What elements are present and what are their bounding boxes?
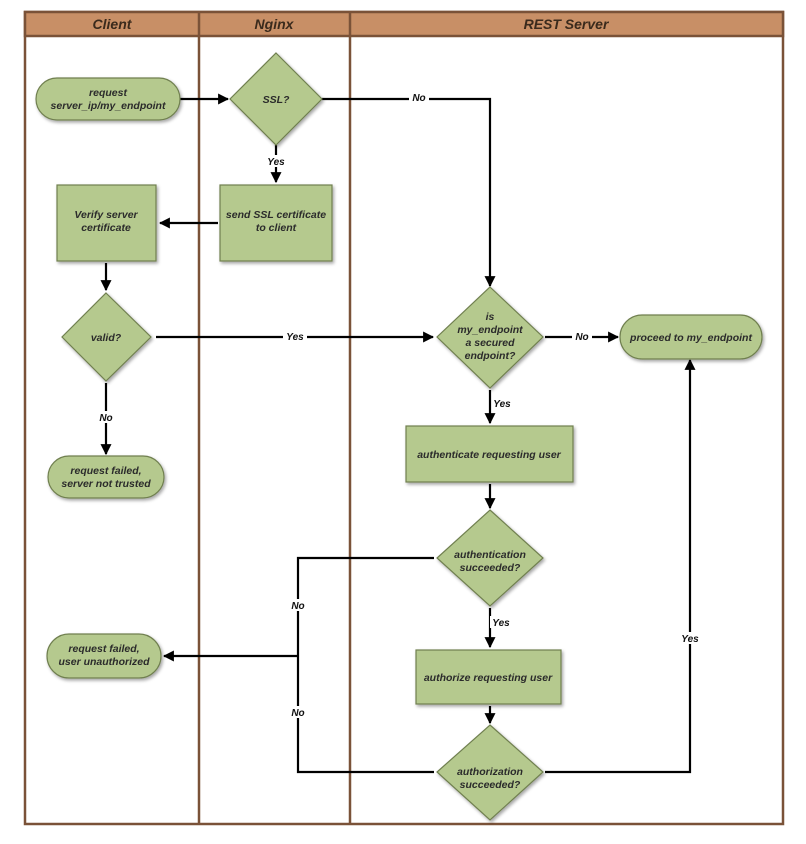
node-send-cert-line-1: send SSL certificate xyxy=(226,209,326,221)
edge-label-auth-no: No xyxy=(291,601,304,612)
node-failed-not-trusted: request failed, server not trusted xyxy=(47,455,165,499)
node-ssl-check-line-1: SSL? xyxy=(263,94,290,106)
node-authz-succeeded: authorization succeeded? xyxy=(436,724,544,821)
edge-label-auth-yes: Yes xyxy=(492,618,510,629)
nodes: request server_ip/my_endpoint SSL? send … xyxy=(35,52,763,821)
lane-nginx-title: Nginx xyxy=(255,16,295,32)
node-send-cert-line-2: to client xyxy=(256,222,297,234)
node-verify-cert: Verify server certificate xyxy=(56,184,157,262)
node-request-line-1: request xyxy=(89,87,127,99)
edge-label-valid-no: No xyxy=(99,413,112,424)
swimlane-frame xyxy=(23,10,785,826)
node-verify-cert-line-1: Verify server xyxy=(74,209,138,221)
node-secured-check-line-4: endpoint? xyxy=(465,350,516,362)
lane-rest-server-title: REST Server xyxy=(524,16,610,32)
edge-label-authz-yes: Yes xyxy=(681,634,699,645)
edge-label-secured-no: No xyxy=(575,332,588,343)
node-proceed: proceed to my_endpoint xyxy=(619,314,763,360)
edge-label-ssl-no: No xyxy=(412,93,425,104)
node-request-line-2: server_ip/my_endpoint xyxy=(51,100,166,112)
node-authorize-line-1: authorize requesting user xyxy=(424,672,553,684)
node-failed-not-trusted-line-2: server not trusted xyxy=(61,478,151,490)
node-failed-unauthorized: request failed, user unauthorized xyxy=(46,633,162,679)
node-authorize: authorize requesting user xyxy=(415,649,562,705)
edge-authz-no xyxy=(296,656,434,774)
node-failed-not-trusted-line-1: request failed, xyxy=(70,465,141,477)
edge-label-secured-yes: Yes xyxy=(493,399,511,410)
edge-label-authz-no: No xyxy=(291,708,304,719)
edge-labels: No Yes Yes No No Yes Yes No No Yes xyxy=(96,92,702,719)
node-secured-check-line-2: my_endpoint xyxy=(457,324,523,336)
edge-label-ssl-yes: Yes xyxy=(267,157,285,168)
node-ssl-check: SSL? xyxy=(229,52,323,146)
node-failed-unauthorized-line-2: user unauthorized xyxy=(58,656,150,668)
edge-auth-no xyxy=(296,556,434,656)
node-valid-check-line-1: valid? xyxy=(91,332,122,344)
edge-authz-yes xyxy=(545,358,696,774)
lane-client-title: Client xyxy=(93,16,133,32)
node-secured-check-line-3: a secured xyxy=(465,337,515,349)
node-authz-succeeded-line-1: authorization xyxy=(457,766,523,778)
edge-ssl-no xyxy=(322,97,496,288)
node-valid-check: valid? xyxy=(61,292,152,382)
node-secured-check: is my_endpoint a secured endpoint? xyxy=(436,286,544,389)
node-authenticate: authenticate requesting user xyxy=(405,425,574,483)
node-failed-unauthorized-line-1: request failed, xyxy=(68,643,139,655)
node-auth-succeeded-line-2: succeeded? xyxy=(460,562,521,574)
node-auth-succeeded-line-1: authentication xyxy=(454,549,526,561)
node-verify-cert-line-2: certificate xyxy=(81,222,131,234)
node-secured-check-line-1: is xyxy=(486,311,495,323)
node-send-cert: send SSL certificate to client xyxy=(219,184,333,262)
node-proceed-line-1: proceed to my_endpoint xyxy=(629,332,752,344)
node-authenticate-line-1: authenticate requesting user xyxy=(417,449,561,461)
node-request: request server_ip/my_endpoint xyxy=(35,77,181,121)
node-auth-succeeded: authentication succeeded? xyxy=(436,509,544,607)
edge-label-valid-yes: Yes xyxy=(286,332,304,343)
node-authz-succeeded-line-2: succeeded? xyxy=(460,779,521,791)
